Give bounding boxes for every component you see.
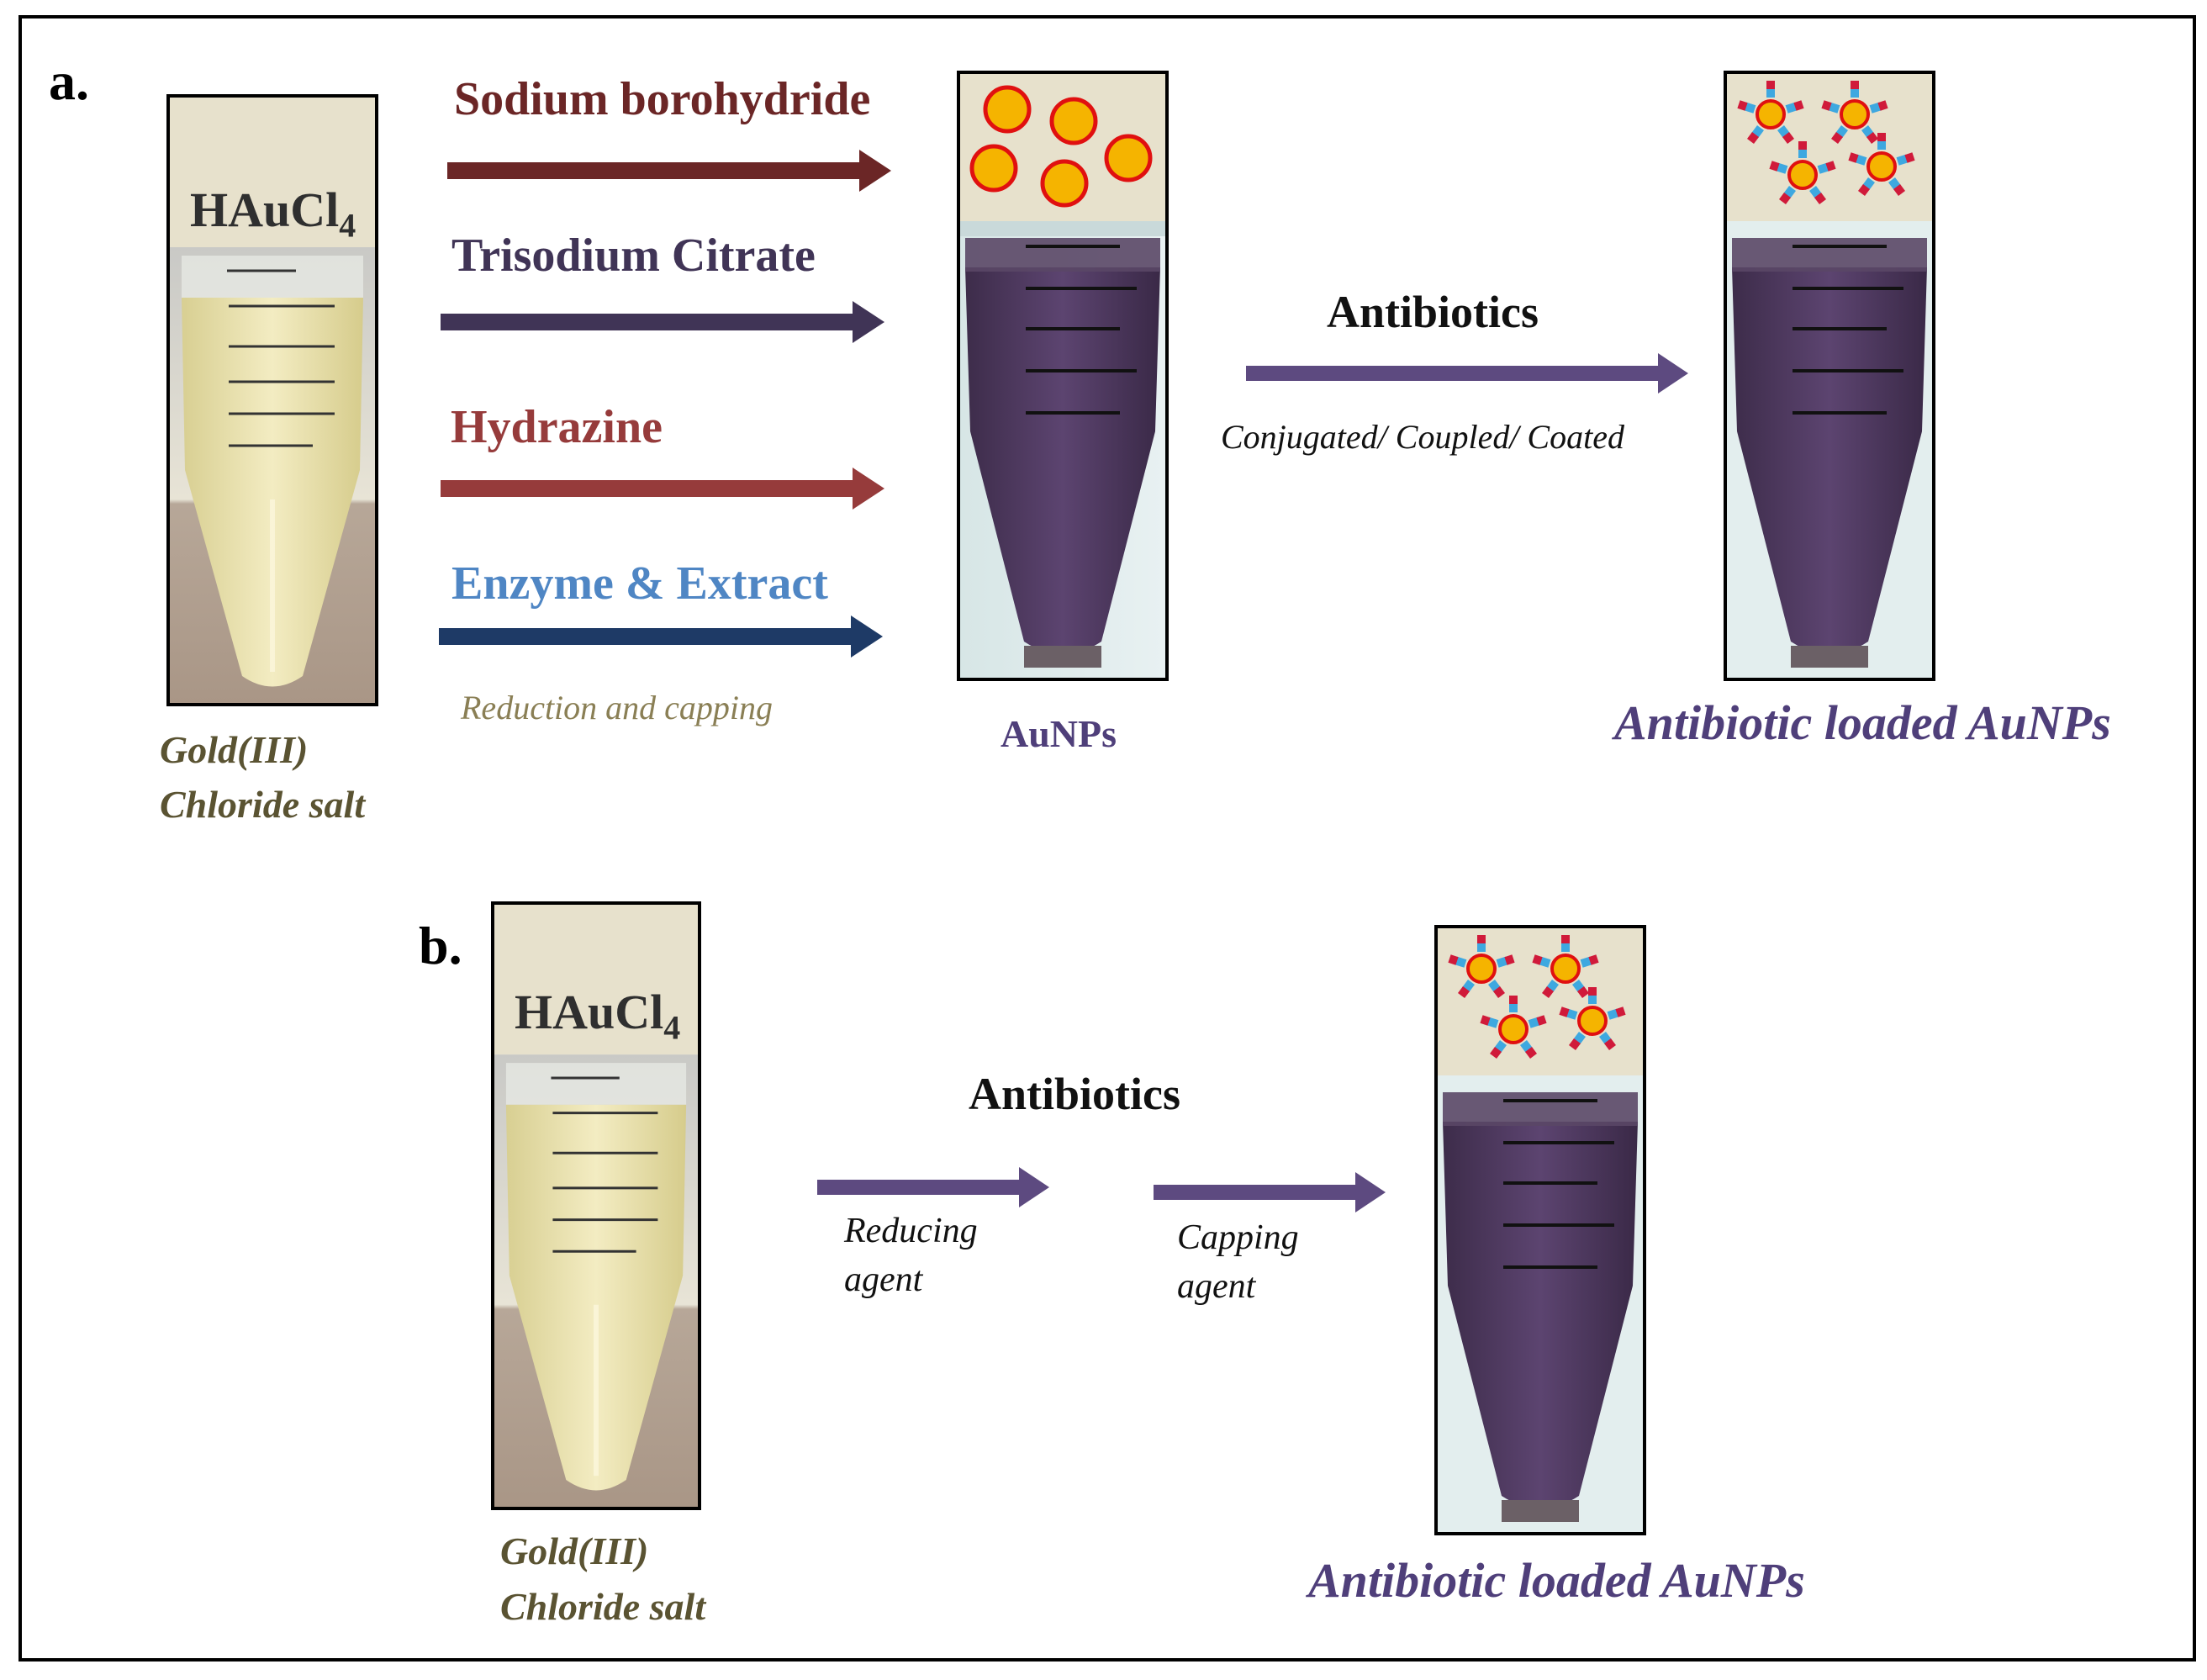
aunps-caption: AuNPs [1001,712,1117,755]
purple-solution-tube-icon [1727,221,1932,678]
panel-b-label: b. [419,916,462,975]
hauc14-tube-b: HAuCl4 [491,901,701,1510]
purple-solution-tube-icon [1438,1075,1643,1532]
panel-a-antibiotics-label: Antibiotics [1327,287,1539,337]
tube-b-formula: HAuCl4 [515,985,681,1047]
arrow-hydrazine [441,468,886,510]
panel-a-final-caption: Antibiotic loaded AuNPs [1614,695,2111,750]
reagent-hydrazine: Hydrazine [451,401,663,453]
panel-b-final-caption: Antibiotic loaded AuNPs [1308,1553,1805,1608]
reagent-sodium-borohydride: Sodium borohydride [454,73,871,125]
step2-caption-line1: Capping [1177,1218,1299,1257]
panel-a-start-caption-line2: Chloride salt [160,783,366,826]
antibiotic-loaded-nanoparticle-icon [1438,928,1643,1075]
arrow-trisodium-citrate [441,301,886,343]
step1-caption-line2: agent [844,1260,923,1299]
reagent-trisodium-citrate: Trisodium Citrate [451,230,816,282]
reagent-enzyme-extract: Enzyme & Extract [451,557,828,610]
panel-a-label: a. [49,51,89,111]
conjugation-caption: Conjugated/ Coupled/ Coated [1221,418,1624,456]
arrow-reducing-agent [817,1165,1053,1209]
antibiotic-loaded-nanoparticle-icon [1727,74,1932,221]
arrow-antibiotics-a [1246,351,1692,394]
aunps-tube [957,71,1169,681]
step2-caption-line2: agent [1177,1267,1256,1306]
antibiotic-loaded-tube-b [1434,925,1646,1535]
panel-a-start-caption-line1: Gold(III) [160,728,309,771]
panel-b-start-caption-line2: Chloride salt [500,1585,706,1628]
figure-frame [18,15,2196,1662]
panel-b-start-caption-line1: Gold(III) [500,1529,649,1572]
arrow-enzyme-extract [439,615,884,658]
arrow-sodium-borohydride [447,150,893,192]
gold-nanoparticle-icon [960,74,1165,221]
step1-caption-line1: Reducing [844,1212,978,1250]
tube-a-formula: HAuCl4 [190,182,356,245]
yellow-solution-tube-icon [494,1053,698,1507]
yellow-solution-tube-icon [170,247,375,703]
purple-solution-tube-icon [960,221,1165,678]
antibiotic-loaded-tube-a [1724,71,1935,681]
panel-b-antibiotics-label: Antibiotics [969,1069,1181,1119]
arrow-capping-agent [1154,1170,1389,1214]
hauc14-tube-a: HAuCl4 [166,94,378,706]
reduction-capping-caption: Reduction and capping [461,689,774,726]
